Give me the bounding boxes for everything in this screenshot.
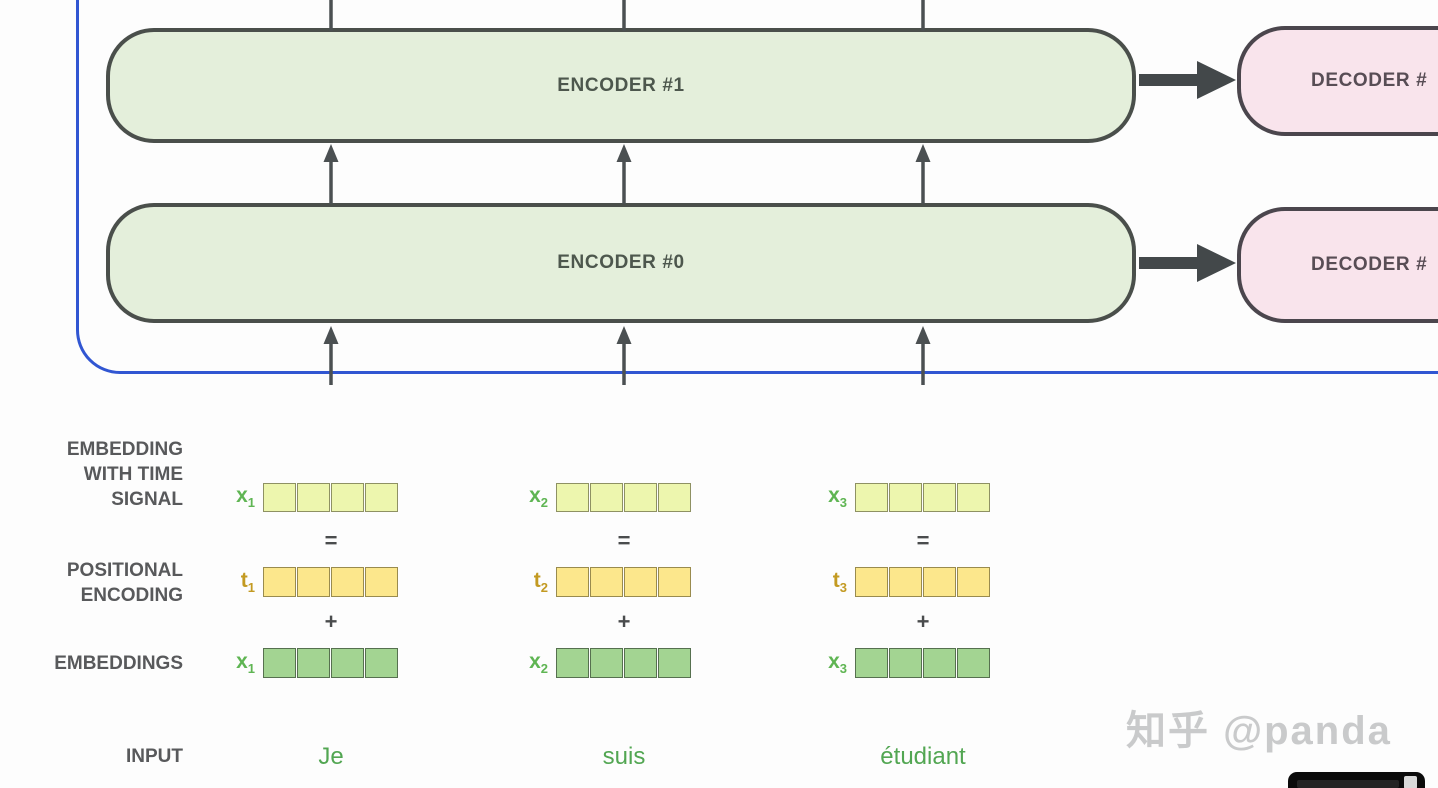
time-signal-section-label: EMBEDDING WITH TIME SIGNAL — [66, 439, 183, 510]
plus-sign: + — [324, 609, 338, 634]
positional-vector-row: t1 — [218, 567, 398, 597]
t3-positional-label: t3 — [832, 568, 847, 596]
time-signal-vector-row: x3 — [810, 483, 990, 512]
input-word: étudiant — [880, 743, 966, 770]
embedding-vector — [556, 648, 691, 678]
badge-logo-icon — [1404, 776, 1417, 788]
t2-positional-label: t2 — [533, 568, 548, 596]
time-signal-vector — [263, 483, 398, 512]
input-word: Je — [318, 743, 344, 770]
x2-embedding-label: x2 — [529, 649, 548, 677]
x1-time-signal-label: x1 — [236, 484, 255, 511]
equals-sign: = — [617, 528, 631, 553]
embeddings-section-label: EMBEDDINGS — [54, 653, 183, 674]
time-signal-vector-row: x1 — [218, 483, 398, 512]
badge-text-strip — [1297, 780, 1399, 788]
input-section-label: INPUT — [126, 746, 183, 767]
embedding-vector — [263, 648, 398, 678]
embedding-vector-row: x1 — [218, 648, 398, 678]
decoder-0-label: DECODER # — [1311, 254, 1428, 275]
encoder-stack-outline — [76, 0, 1438, 374]
plus-sign: + — [617, 609, 631, 634]
encoder-1-label: ENCODER #1 — [557, 74, 685, 96]
decoder-1-label: DECODER # — [1311, 70, 1428, 91]
positional-vector — [855, 567, 990, 597]
plus-sign: + — [916, 609, 930, 634]
time-signal-vector — [855, 483, 990, 512]
positional-vector — [263, 567, 398, 597]
encoder-0-label: ENCODER #0 — [557, 252, 685, 273]
zhihu-watermark: 知乎 @panda — [1126, 709, 1392, 753]
equals-sign: = — [916, 528, 930, 553]
x2-time-signal-label: x2 — [529, 484, 548, 511]
encoder-0-block: ENCODER #0 — [106, 203, 1136, 323]
positional-vector-row: t3 — [810, 567, 990, 597]
embedding-vector — [855, 648, 990, 678]
t1-positional-label: t1 — [240, 568, 255, 596]
x3-embedding-label: x3 — [828, 649, 847, 677]
time-signal-vector — [556, 483, 691, 512]
encoder-1-block: ENCODER #1 — [106, 28, 1136, 143]
decoder-1-block: DECODER # — [1237, 26, 1438, 136]
input-word: suis — [602, 743, 646, 770]
embedding-vector-row: x3 — [810, 648, 990, 678]
positional-vector — [556, 567, 691, 597]
x3-time-signal-label: x3 — [828, 484, 847, 511]
positional-vector-row: t2 — [511, 567, 691, 597]
time-signal-vector-row: x2 — [511, 483, 691, 512]
x1-embedding-label: x1 — [236, 649, 255, 677]
positional-encoding-section-label: POSITIONAL ENCODING — [66, 560, 183, 606]
equals-sign: = — [324, 528, 338, 553]
bottom-right-badge — [1288, 772, 1425, 788]
embedding-vector-row: x2 — [511, 648, 691, 678]
decoder-0-block: DECODER # — [1237, 207, 1438, 323]
